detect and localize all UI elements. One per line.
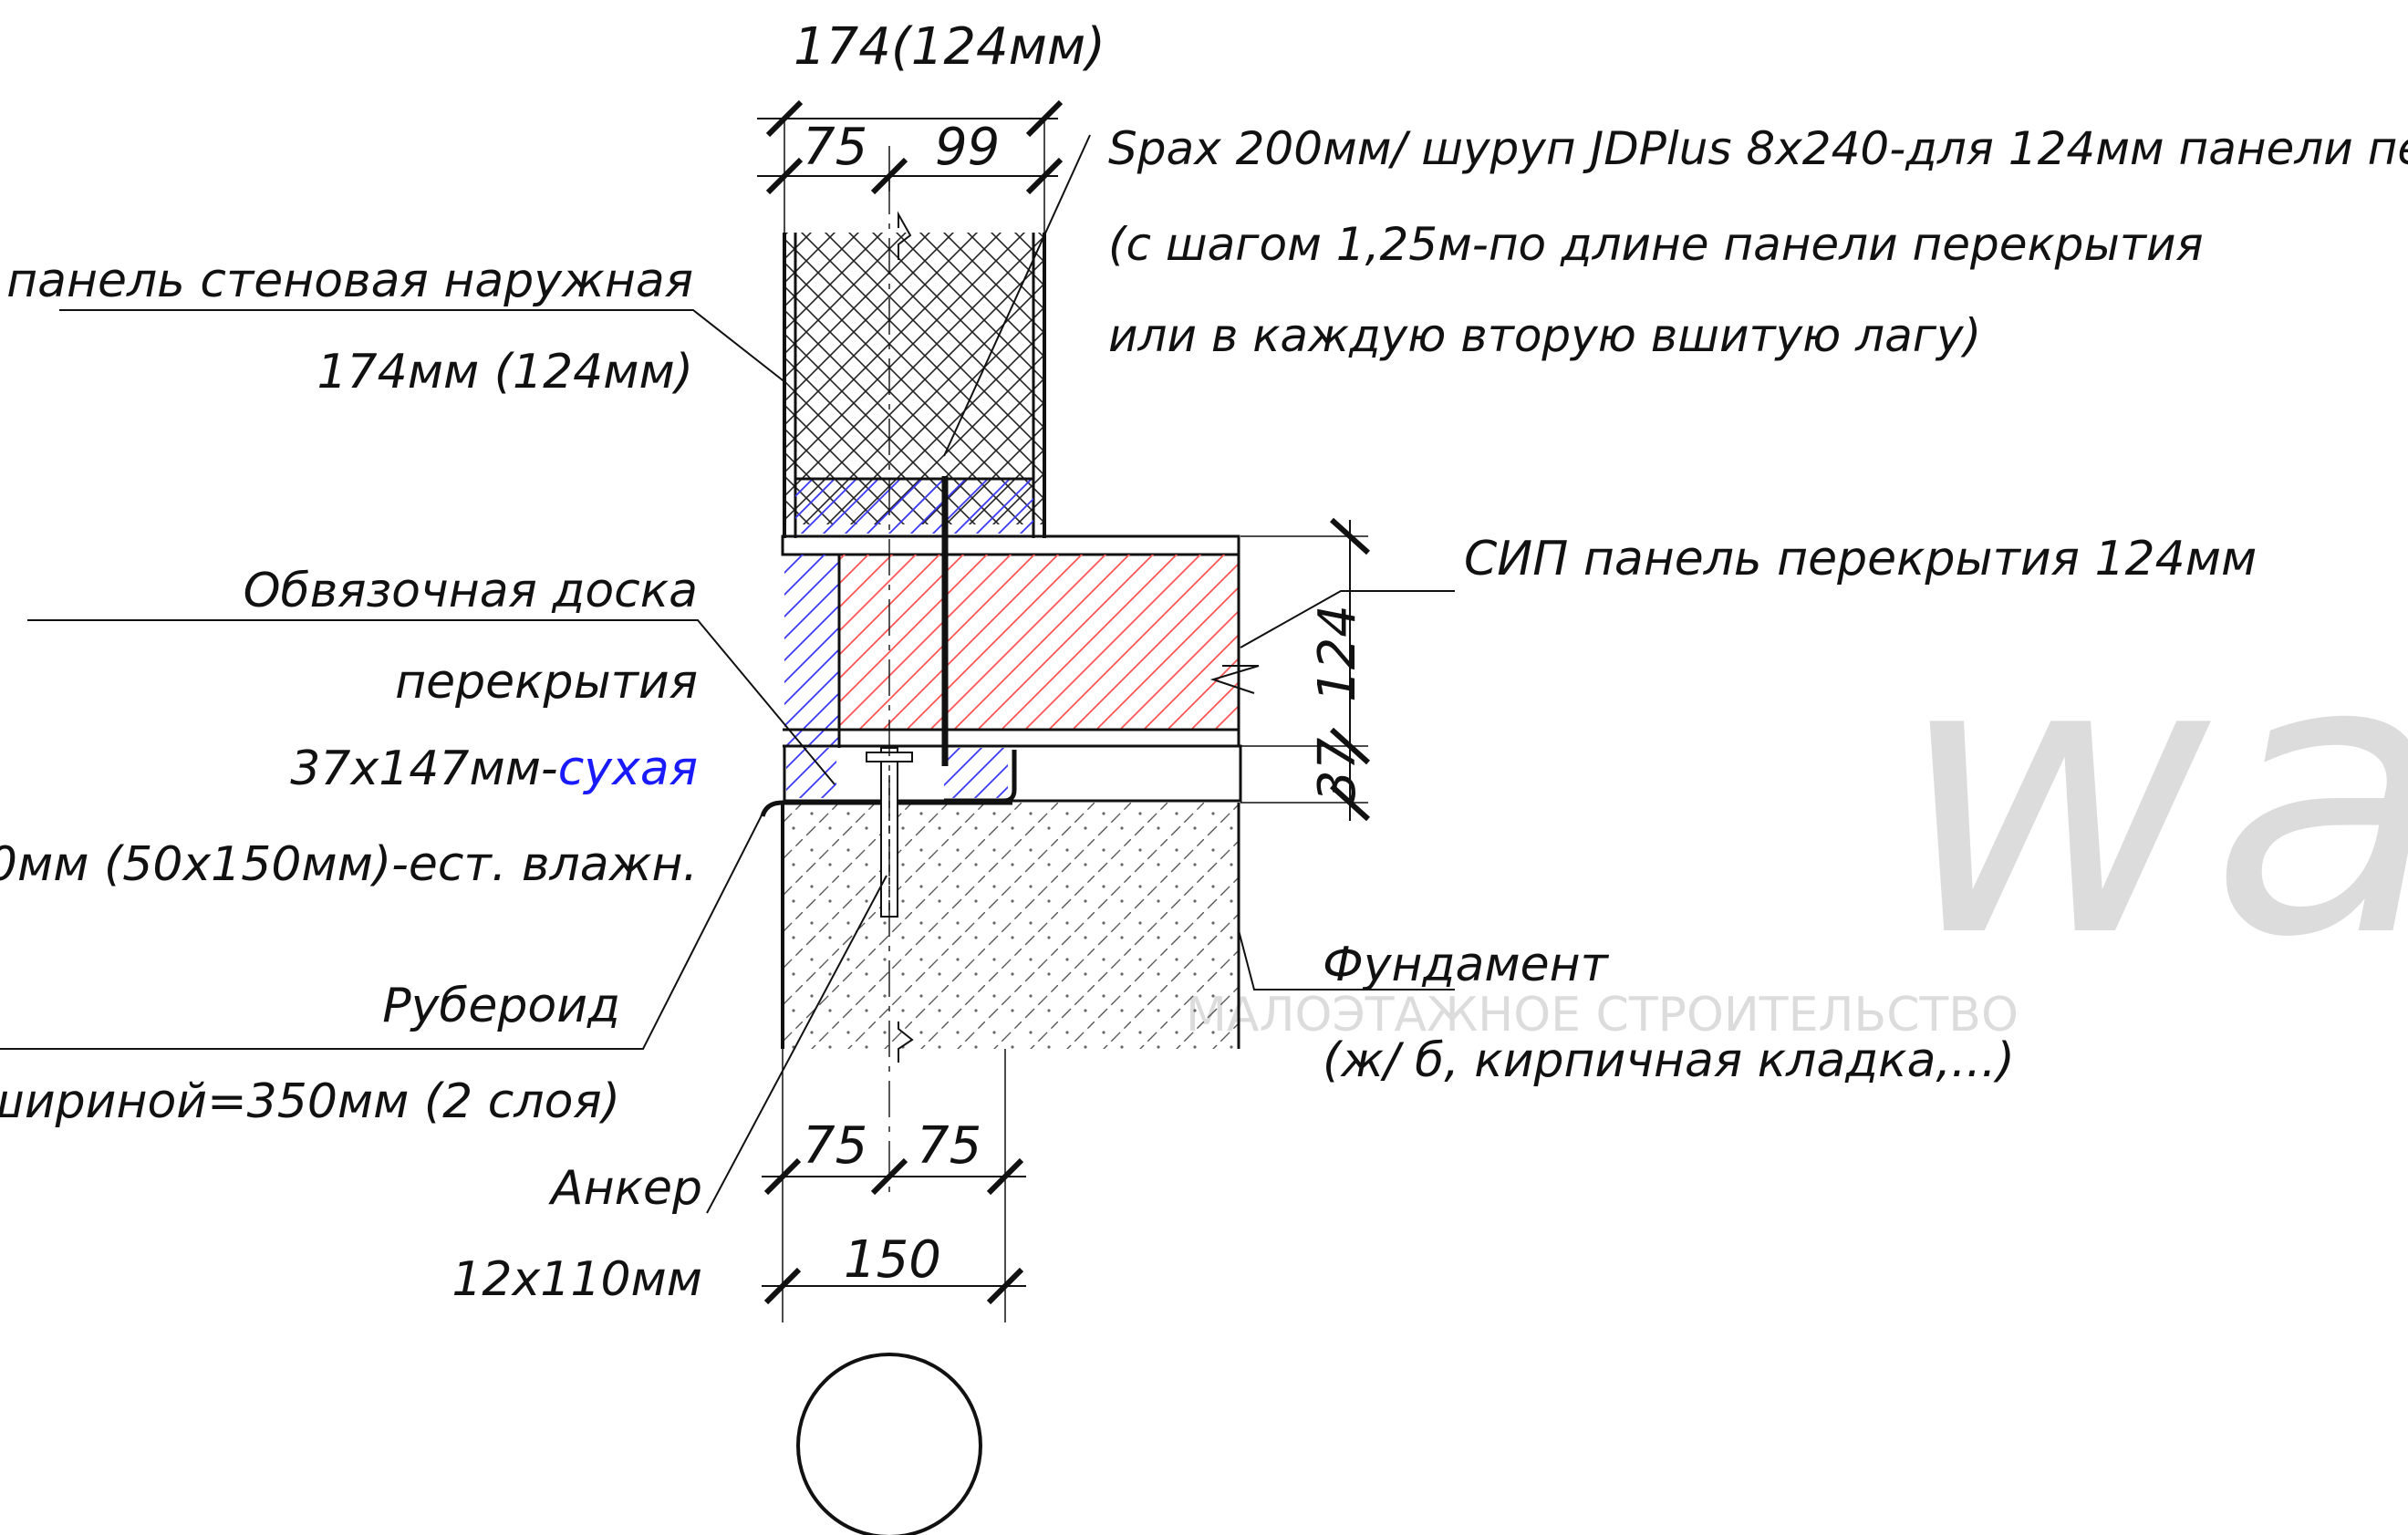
foundation-line2: (ж/ б, кирпичная кладка,...)	[1323, 1033, 2015, 1088]
plate-line2: перекрытия	[395, 655, 698, 710]
plate-label: Обвязочная доска перекрытия 37x147мм-сух…	[0, 564, 698, 892]
top-dimensions: 174(124мм) 75 99	[757, 17, 1105, 233]
plate-line3: 37x147мм-сухая	[290, 742, 698, 796]
screw-line2: (с шагом 1,25м-по длине панели перекрыти…	[1108, 218, 2204, 271]
axis-circle	[796, 1353, 982, 1535]
foundation-line1: Фундамент	[1323, 938, 1610, 992]
dim-bottom-left: 75	[803, 1116, 867, 1176]
screw-line3: или в каждую вторую вшитую лагу)	[1108, 309, 1981, 362]
wall-sip-panel	[783, 211, 1046, 538]
wall-panel-label: СИП панель стеновая наружная 174мм (124м…	[0, 254, 693, 399]
anchor-label: Анкер 12x110мм	[452, 1161, 702, 1307]
bottom-dimensions: 75 75 150	[762, 1049, 1026, 1322]
roofing-label: Рубероид лента шириной=350мм (2 слоя)	[0, 979, 620, 1129]
sill-plate	[783, 744, 1242, 804]
anchor-line1: Анкер	[548, 1161, 702, 1216]
foundation-label: Фундамент (ж/ б, кирпичная кладка,...)	[1323, 938, 2015, 1088]
wall-panel-line1: СИП панель стеновая наружная	[0, 254, 693, 308]
plate-line1: Обвязочная доска	[244, 564, 698, 618]
plate-line3-highlight: сухая	[558, 742, 698, 796]
watermark-brand: wall	[1897, 576, 2408, 1022]
wall-panel-line2: 174мм (124мм)	[317, 345, 693, 399]
leader-lines	[0, 134, 1455, 1214]
screw-label: Spax 200мм/ шуруп JDPlus 8x240-для 124мм…	[1108, 122, 2408, 362]
dim-right-plate: 37	[1308, 737, 1367, 803]
plate-line3-prefix: 37x147мм-	[290, 742, 557, 796]
plate-line4: 40x150мм (50x150мм)-ест. влажн.	[0, 837, 698, 892]
watermark-tagline: МАЛОЭТАЖНОЕ СТРОИТЕЛЬСТВО	[1186, 988, 2019, 1042]
dim-bottom-right: 75	[917, 1116, 981, 1176]
dim-bottom-total: 150	[844, 1230, 941, 1290]
dim-top-left: 75	[803, 118, 867, 177]
floor-sip-panel	[781, 534, 1260, 748]
dim-total-top: 174(124мм)	[794, 17, 1105, 77]
roofing-line2: лента шириной=350мм (2 слоя)	[0, 1074, 620, 1129]
roofing-line1: Рубероид	[382, 979, 620, 1033]
right-dimensions: 124 37	[1240, 517, 1371, 822]
floor-panel-label: СИП панель перекрытия 124мм	[1464, 532, 2257, 586]
screw-line1: Spax 200мм/ шуруп JDPlus 8x240-для 124мм…	[1108, 122, 2408, 175]
floor-panel-text: СИП панель перекрытия 124мм	[1464, 532, 2257, 586]
watermark: wall МАЛОЭТАЖНОЕ СТРОИТЕЛЬСТВО	[1186, 576, 2408, 1042]
dim-top-right: 99	[935, 118, 1000, 177]
foundation	[760, 800, 1240, 1063]
dim-right-floor: 124	[1308, 605, 1367, 702]
anchor-line2: 12x110мм	[452, 1252, 702, 1307]
